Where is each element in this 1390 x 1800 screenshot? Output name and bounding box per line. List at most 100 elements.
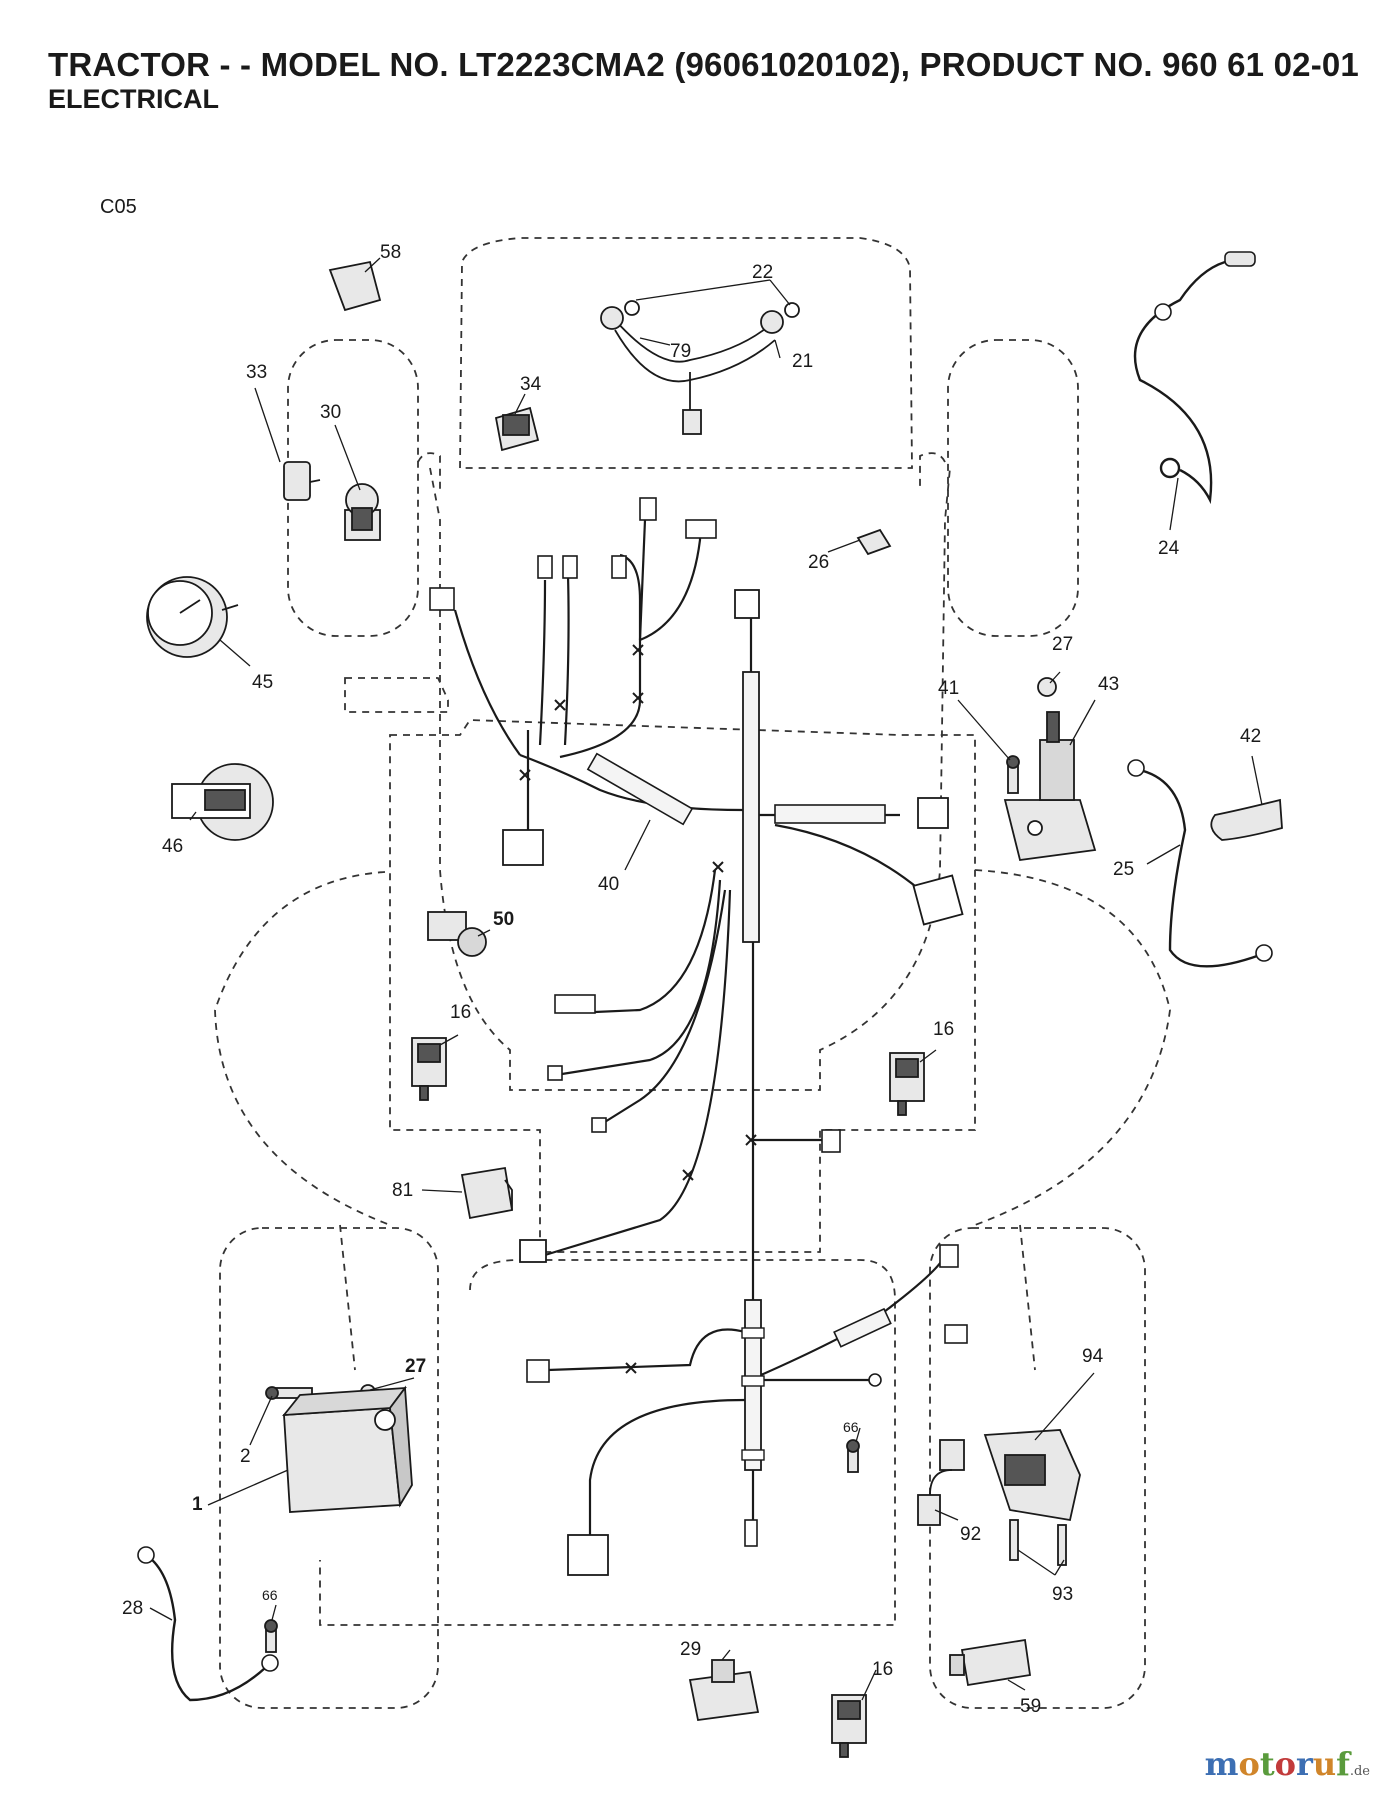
cable-tie xyxy=(682,1169,694,1181)
headlight-harness-21 xyxy=(600,300,800,435)
upper-plug-2 xyxy=(562,555,578,579)
rear-right-fender-outline xyxy=(929,1227,1146,1709)
cable-tie xyxy=(632,692,644,704)
bolt-41 xyxy=(1006,755,1020,794)
callout-34: 34 xyxy=(520,374,542,395)
lower-wire-4 xyxy=(544,889,732,1257)
callout-24: 24 xyxy=(1158,538,1180,559)
rear-branch-down xyxy=(588,1398,746,1535)
callout-59: 59 xyxy=(1020,1696,1041,1717)
rear-right-wheel-outline xyxy=(974,869,1171,1226)
rear-branch-up xyxy=(760,1254,947,1377)
rear-plug-right xyxy=(944,1324,968,1344)
cable-tie xyxy=(519,769,531,781)
solenoid-43 xyxy=(1003,711,1097,861)
upper-wire-4 xyxy=(559,553,642,759)
hour-meter-46 xyxy=(171,763,274,841)
harness-trunk-upper xyxy=(742,671,760,943)
cable-tie xyxy=(745,1134,757,1146)
fuse-58 xyxy=(328,260,382,312)
callout-33: 33 xyxy=(246,362,267,383)
watermark-letter: r xyxy=(1295,1745,1313,1783)
screws-93 xyxy=(1009,1519,1067,1566)
rear-deck-outline xyxy=(319,1259,896,1626)
battery-cable-25 xyxy=(1127,759,1273,968)
callout-40: 40 xyxy=(598,874,619,895)
front-right-wheel-outline xyxy=(947,339,1079,637)
rear-sleeve-1 xyxy=(741,1327,765,1339)
module-59 xyxy=(949,1638,1032,1687)
rear-sleeve-3 xyxy=(741,1449,765,1461)
left-branch-sleeve xyxy=(586,752,694,826)
rear-fender-strut-r xyxy=(1019,1224,1036,1371)
mid-right-plug xyxy=(821,1129,841,1153)
rear-plug-upper xyxy=(939,1244,959,1268)
boot-42 xyxy=(1210,798,1283,841)
hood-outline xyxy=(459,237,913,469)
watermark-letter: u xyxy=(1312,1745,1337,1783)
upper-plug-5 xyxy=(685,519,717,539)
callout-2: 2 xyxy=(240,1446,251,1467)
callout-50: 50 xyxy=(493,909,514,930)
callout-21: 21 xyxy=(792,351,813,372)
lower-plug-1 xyxy=(554,994,596,1014)
switch-16-right xyxy=(889,1052,925,1116)
parts xyxy=(137,251,1283,1758)
callout-42: 42 xyxy=(1240,726,1261,747)
callout-27b: 27 xyxy=(405,1356,426,1377)
upper-wire-6 xyxy=(638,519,647,641)
rear-left-fender-outline xyxy=(219,1227,439,1709)
rear-right-sleeve xyxy=(833,1307,892,1348)
callout-43: 43 xyxy=(1098,674,1119,695)
callout-30: 30 xyxy=(320,402,341,423)
upper-plug-left xyxy=(429,587,455,611)
switch-16-lower xyxy=(831,1694,867,1758)
watermark-letter: o xyxy=(1274,1745,1296,1783)
left-bracket-outline xyxy=(417,452,441,490)
callout-26: 26 xyxy=(808,552,829,573)
ignition-switch-30 xyxy=(344,483,381,541)
tractor-outline xyxy=(214,237,1171,1709)
cable-ties xyxy=(519,644,757,1374)
cable-tie xyxy=(625,1362,637,1374)
harness-branch-right-2 xyxy=(774,823,931,901)
switch-16-left xyxy=(411,1037,447,1101)
fuse-26 xyxy=(856,528,892,556)
watermark-logo: motoruf.de xyxy=(1205,1745,1370,1783)
ground-cable-24 xyxy=(1133,251,1256,505)
relay-81 xyxy=(460,1166,514,1220)
battery-1 xyxy=(282,1385,413,1513)
watermark-letter: t xyxy=(1259,1745,1275,1783)
rear-left-wheel-outline xyxy=(214,871,391,1226)
upper-wire-5 xyxy=(639,520,702,642)
connector-92 xyxy=(917,1439,965,1526)
battery-bolt-2 xyxy=(265,1386,313,1400)
right-branch-sleeve xyxy=(774,804,886,824)
cable-tie xyxy=(712,861,724,873)
switch-34 xyxy=(494,406,540,452)
dash-step-outline xyxy=(344,677,449,713)
lower-wire-2 xyxy=(561,879,722,1076)
harness-connector-top xyxy=(734,589,760,619)
leader-lines xyxy=(149,257,1263,1701)
watermark-letter: m xyxy=(1204,1745,1239,1783)
callout-66a: 66 xyxy=(843,1419,859,1435)
lower-wire-1 xyxy=(594,869,717,1014)
screw-66-upper xyxy=(846,1439,860,1473)
upper-wire-2 xyxy=(538,579,547,746)
upper-square-module xyxy=(502,829,544,866)
upper-wire-3 xyxy=(563,574,570,746)
body-outline xyxy=(429,467,951,1091)
switch-50 xyxy=(427,911,487,957)
watermark-letter: f xyxy=(1336,1745,1350,1783)
nut-27 xyxy=(1037,677,1057,697)
callout-93: 93 xyxy=(1052,1584,1073,1605)
upper-wire-1 xyxy=(453,609,521,756)
callout-16b: 16 xyxy=(933,1019,954,1040)
callout-numbers: 58 22 79 21 33 30 34 24 26 45 27 41 43 4… xyxy=(122,242,1261,1717)
lower-wire-3 xyxy=(599,889,727,1126)
switch-29 xyxy=(688,1659,760,1722)
upper-plug-4 xyxy=(639,497,657,521)
callout-94: 94 xyxy=(1082,1346,1104,1367)
callout-22: 22 xyxy=(752,262,773,283)
